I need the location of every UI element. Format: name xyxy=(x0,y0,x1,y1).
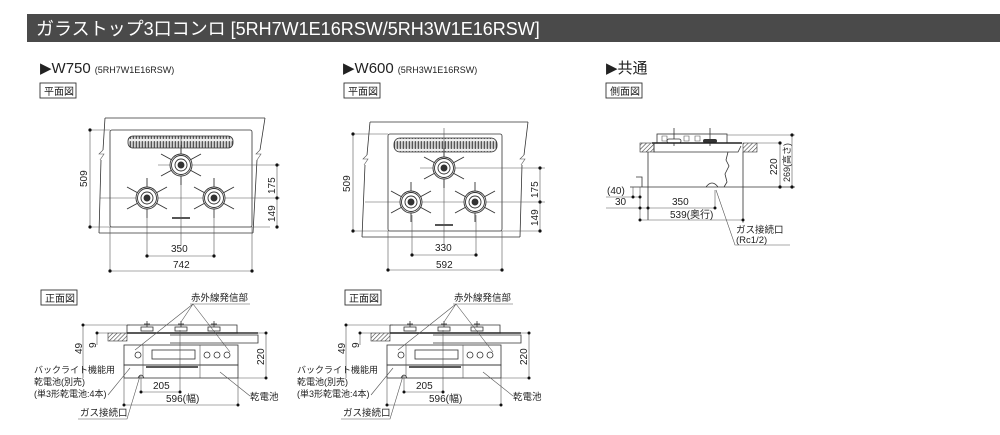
dim-350: 350 xyxy=(672,197,689,208)
svg-text:平面図: 平面図 xyxy=(348,86,378,98)
gas-connection-label: ガス接続口 xyxy=(80,407,128,419)
w750-plan-label: 平面図 xyxy=(39,82,77,99)
dim-9: 9 xyxy=(351,342,362,348)
gas-connection-spec: (Rc1/2) xyxy=(736,235,767,246)
common-side-label: 側面図 xyxy=(605,82,643,99)
dim-49: 49 xyxy=(337,342,348,354)
w750-heading: ▶W750(5RH7W1E16RSW) xyxy=(40,60,174,77)
battery-label: 乾電池 xyxy=(250,391,279,403)
vent-grille xyxy=(127,135,234,149)
w600-plan-label: 平面図 xyxy=(343,82,381,99)
dim-width: 596(幅) xyxy=(429,392,462,405)
svg-text:平面図: 平面図 xyxy=(44,86,74,98)
page-title: ガラストップ3口コンロ [5RH7W1E16RSW/5RH3W1E16RSW] xyxy=(36,19,540,39)
title-bar xyxy=(27,14,1000,42)
svg-text:正面図: 正面図 xyxy=(349,293,379,305)
battery-note-line-1: バックライト機能用 xyxy=(34,364,115,375)
dim-depth-539: 539(奥行) xyxy=(670,208,713,221)
dim-49: 49 xyxy=(74,342,85,354)
w600-front-label: 正面図 xyxy=(344,289,382,306)
dim-205: 205 xyxy=(153,381,170,392)
dim-220: 220 xyxy=(256,348,267,365)
dim-depth: 509 xyxy=(342,175,353,192)
dim-width: 596(幅) xyxy=(166,392,199,405)
dim-width: 592 xyxy=(436,260,453,271)
battery-note-line-3: (単3形乾電池:4本) xyxy=(34,388,107,399)
dim-30: 30 xyxy=(615,197,627,208)
w750-plan-drawing: 509 175 149 350 742 xyxy=(79,117,280,273)
battery-note-line-2: 乾電池(別売) xyxy=(34,376,85,387)
dim-front-to-top: 175 xyxy=(530,181,541,198)
dim-height-269: 269(高さ) xyxy=(781,143,792,182)
ir-emitter-label: 赤外線発信部 xyxy=(191,292,248,304)
dim-height-220: 220 xyxy=(769,158,780,175)
dim-205: 205 xyxy=(416,381,433,392)
dim-220: 220 xyxy=(519,348,530,365)
w600-front-drawing: 49 9 220 205 596(幅) 赤外線発信部 バックライト機能用 乾電池… xyxy=(297,292,542,420)
w600-plan-drawing: 509 175 149 330 592 xyxy=(342,121,545,272)
dim-depth: 509 xyxy=(79,170,90,187)
svg-text:正面図: 正面図 xyxy=(45,293,75,305)
gas-connection-label: ガス接続口 xyxy=(343,407,391,419)
dim-9: 9 xyxy=(88,342,99,348)
dim-front-to-side: 149 xyxy=(267,205,278,222)
dim-front-to-side: 149 xyxy=(530,209,541,226)
w750-front-drawing: 49 9 220 205 596(幅) 赤外線発信部 バックライト機能用 乾電池… xyxy=(34,292,279,420)
vent-grille xyxy=(393,137,498,153)
battery-label: 乾電池 xyxy=(513,391,542,403)
battery-note-line-1: バックライト機能用 xyxy=(297,364,378,375)
w600-heading: ▶W600(5RH3W1E16RSW) xyxy=(343,60,477,77)
dim-burner-pitch: 350 xyxy=(171,244,188,255)
battery-note-line-2: 乾電池(別売) xyxy=(297,376,348,387)
svg-text:側面図: 側面図 xyxy=(610,85,640,98)
ir-emitter-label: 赤外線発信部 xyxy=(454,292,511,304)
side-view-drawing: 220 269(高さ) (40) 30 350 539(奥行) ガス接続口 (R… xyxy=(606,128,795,246)
dim-40: (40) xyxy=(607,186,625,197)
dim-width: 742 xyxy=(173,260,190,271)
gas-connection-label: ガス接続口 xyxy=(736,224,784,236)
battery-note-line-3: (単3形乾電池:4本) xyxy=(297,388,370,399)
common-heading: ▶共通 xyxy=(606,60,648,77)
w750-front-label: 正面図 xyxy=(40,289,78,306)
dim-burner-pitch: 330 xyxy=(435,243,452,254)
dim-front-to-top: 175 xyxy=(267,177,278,194)
